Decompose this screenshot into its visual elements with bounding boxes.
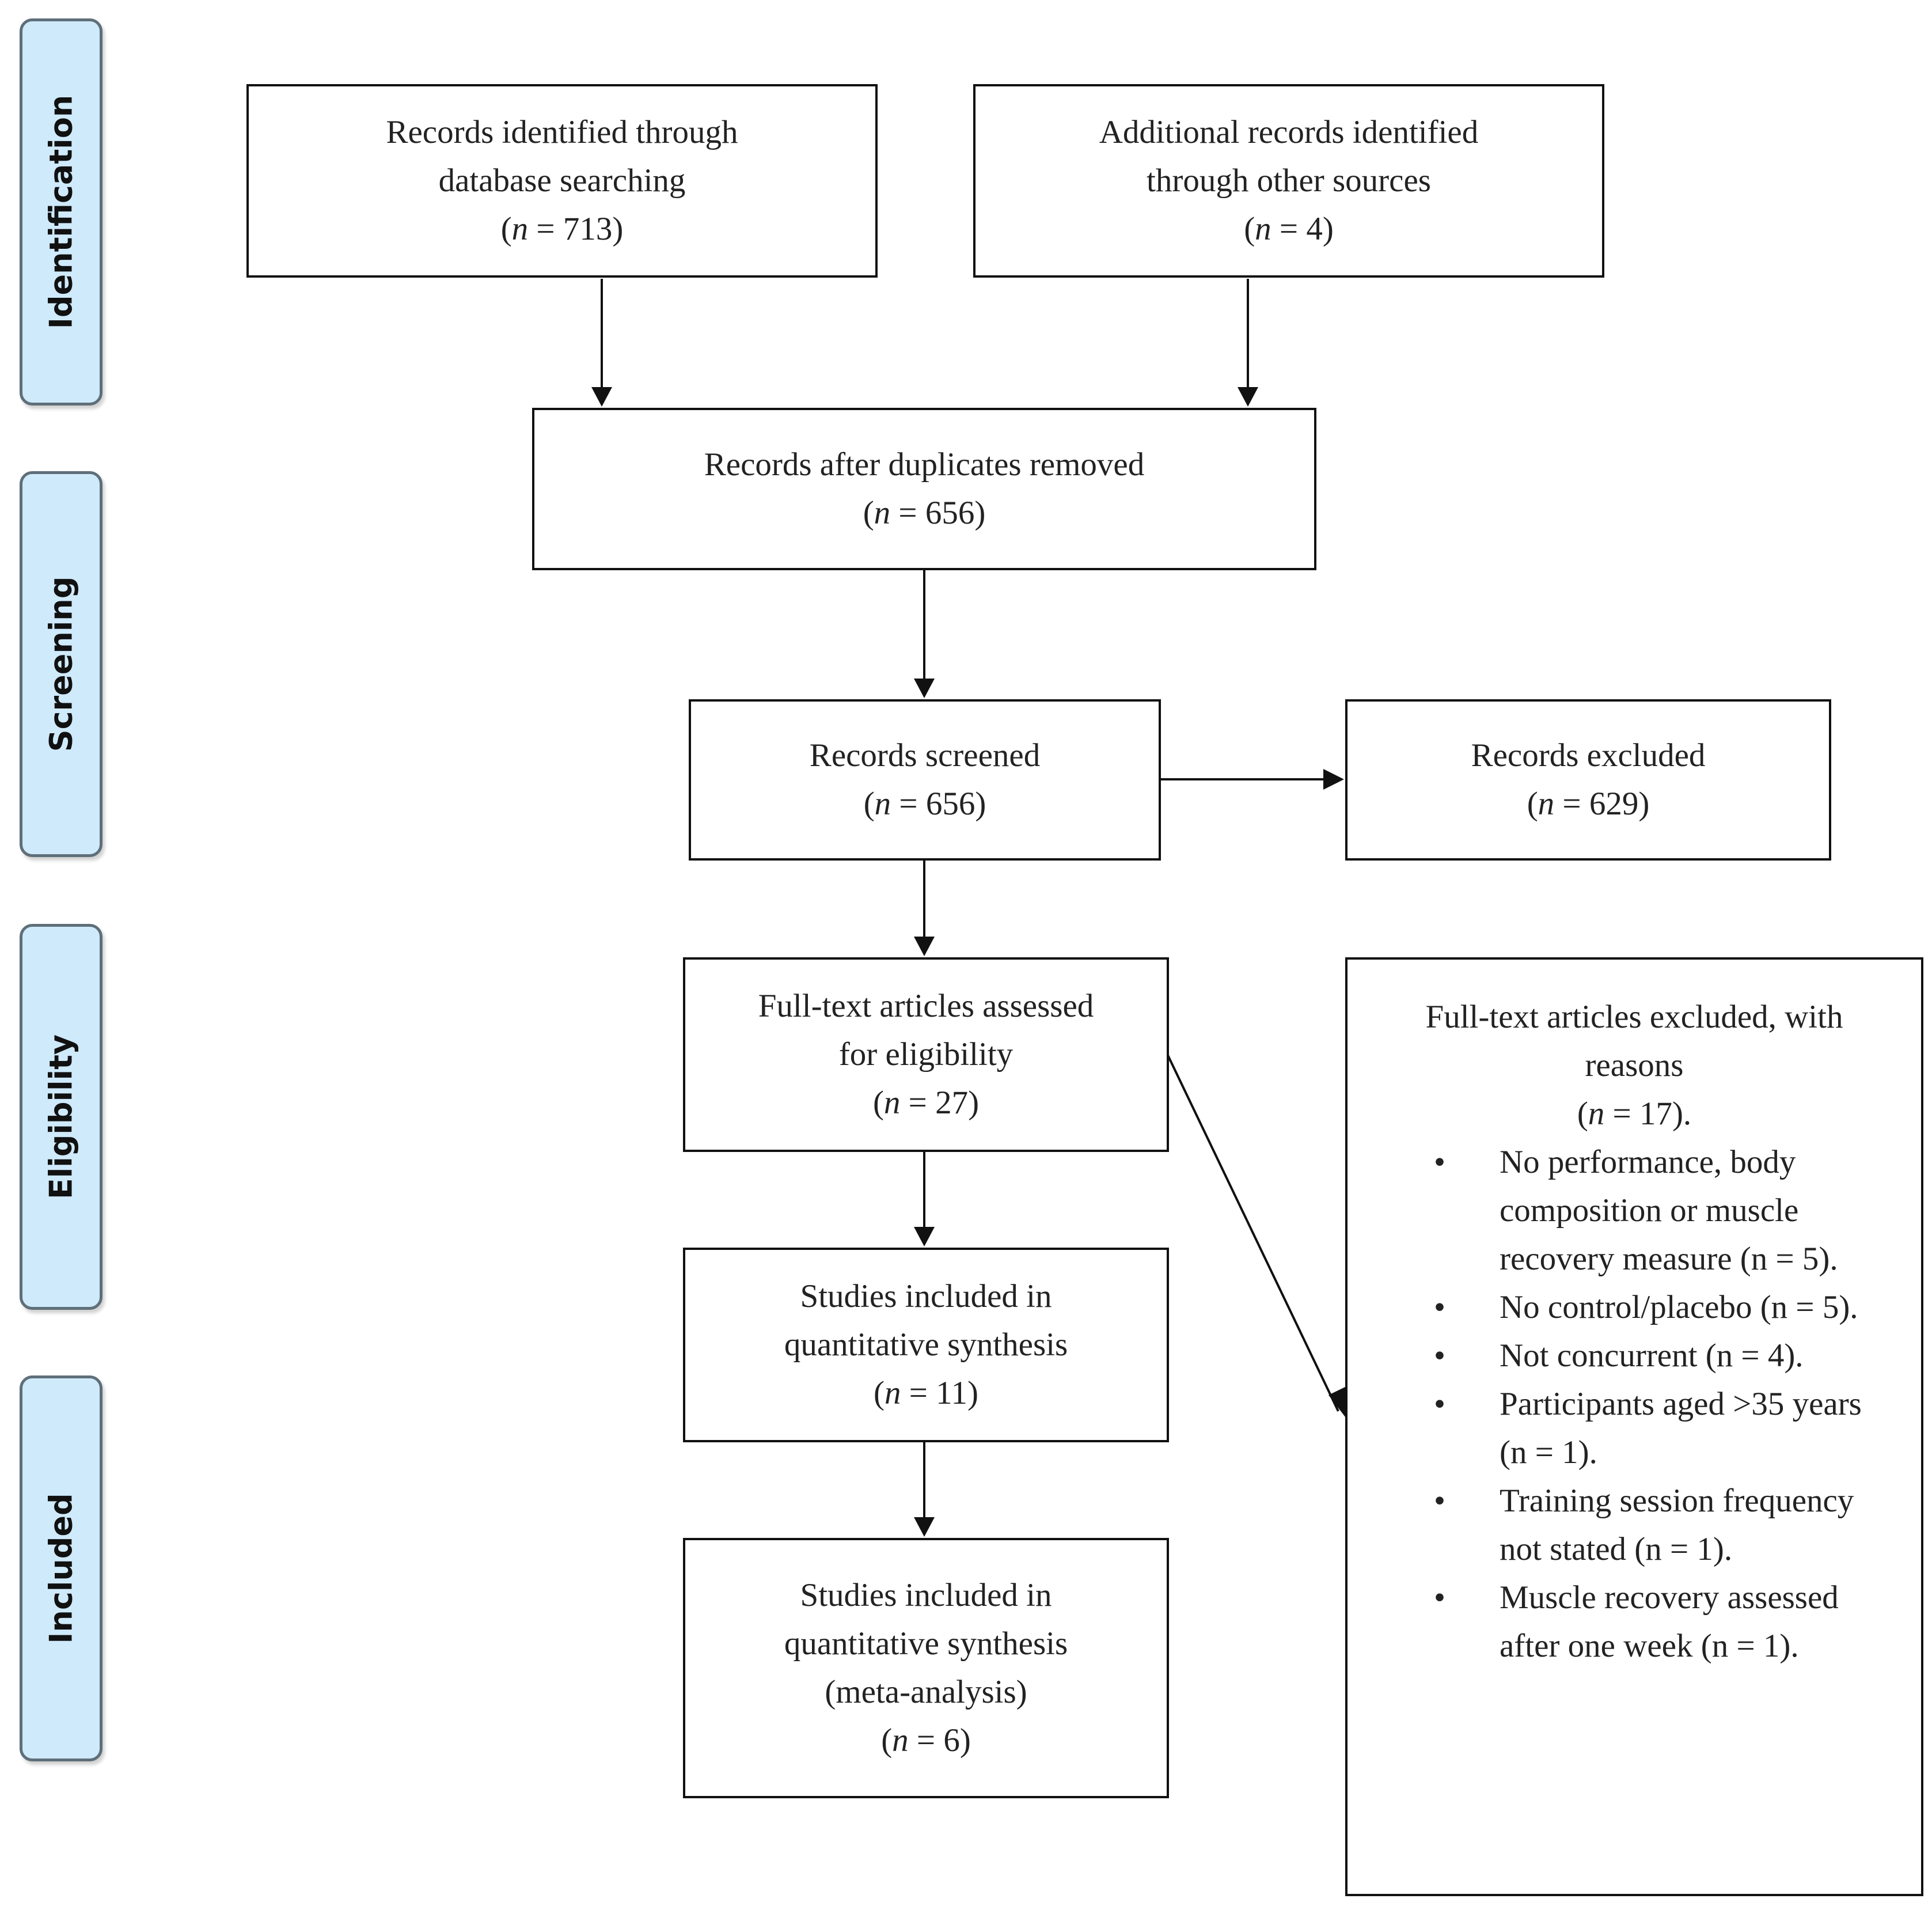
phase-eligibility: Eligibility — [20, 924, 103, 1310]
exclusion-reason: Not concurrent (n = 4). — [1348, 1332, 1921, 1380]
box-count: (n = 11) — [874, 1375, 978, 1411]
arrow-fulltext-to-fulltext-excluded — [1167, 1055, 1339, 1412]
box-line: Records identified through — [386, 114, 738, 150]
exclusion-reason: No performance, body composition or musc… — [1348, 1138, 1921, 1283]
box-line: database searching — [438, 162, 686, 199]
box-line: Records excluded — [1471, 737, 1706, 774]
box-studies-meta-analysis: Studies included in quantitative synthes… — [683, 1538, 1169, 1798]
box-fulltext-assessed: Full-text articles assessed for eligibil… — [683, 957, 1169, 1152]
box-line: Records screened — [809, 737, 1041, 774]
box-records-excluded: Records excluded (n = 629) — [1345, 699, 1831, 861]
box-other-sources: Additional records identified through ot… — [973, 84, 1604, 278]
box-count: (n = 656) — [863, 786, 986, 822]
exclusion-reason: Muscle recovery assessed after one week … — [1348, 1574, 1921, 1670]
box-database-records: Records identified through database sear… — [246, 84, 878, 278]
box-line: quantitative synthesis — [784, 1625, 1068, 1662]
phase-identification: Identification — [20, 18, 103, 406]
box-count: (n = 656) — [863, 495, 986, 531]
box-line: quantitative synthesis — [784, 1327, 1068, 1363]
phase-screening: Screening — [20, 471, 103, 857]
box-line: Full-text articles excluded, with — [1425, 999, 1843, 1035]
box-count: (n = 4) — [1244, 211, 1334, 247]
box-line: Studies included in — [800, 1577, 1052, 1613]
phase-included: Included — [20, 1375, 103, 1761]
box-line: Full-text articles assessed — [758, 988, 1094, 1024]
box-line: for eligibility — [838, 1036, 1014, 1073]
exclusion-reasons-list: No performance, body composition or musc… — [1348, 1138, 1921, 1670]
box-line: Additional records identified — [1099, 114, 1479, 150]
exclusion-reason: Participants aged >35 years (n = 1). — [1348, 1380, 1921, 1477]
exclusion-reason: Training session frequency not stated (n… — [1348, 1477, 1921, 1574]
exclusion-reason: No control/placebo (n = 5). — [1348, 1283, 1921, 1332]
box-duplicates-removed: Records after duplicates removed (n = 65… — [532, 408, 1316, 570]
box-count: (n = 6) — [881, 1722, 971, 1759]
box-line: through other sources — [1147, 162, 1431, 199]
box-fulltext-excluded: Full-text articles excluded, with reason… — [1345, 957, 1923, 1896]
box-line: (meta-analysis) — [825, 1674, 1027, 1710]
box-line: reasons — [1585, 1047, 1684, 1083]
box-line: Records after duplicates removed — [704, 446, 1145, 483]
box-count: (n = 713) — [500, 211, 624, 247]
box-count: (n = 629) — [1527, 786, 1650, 822]
box-studies-included-synthesis: Studies included in quantitative synthes… — [683, 1248, 1169, 1442]
box-count: (n = 17). — [1577, 1096, 1692, 1132]
box-records-screened: Records screened (n = 656) — [689, 699, 1161, 861]
box-line: Studies included in — [800, 1278, 1052, 1314]
box-count: (n = 27) — [872, 1085, 980, 1121]
